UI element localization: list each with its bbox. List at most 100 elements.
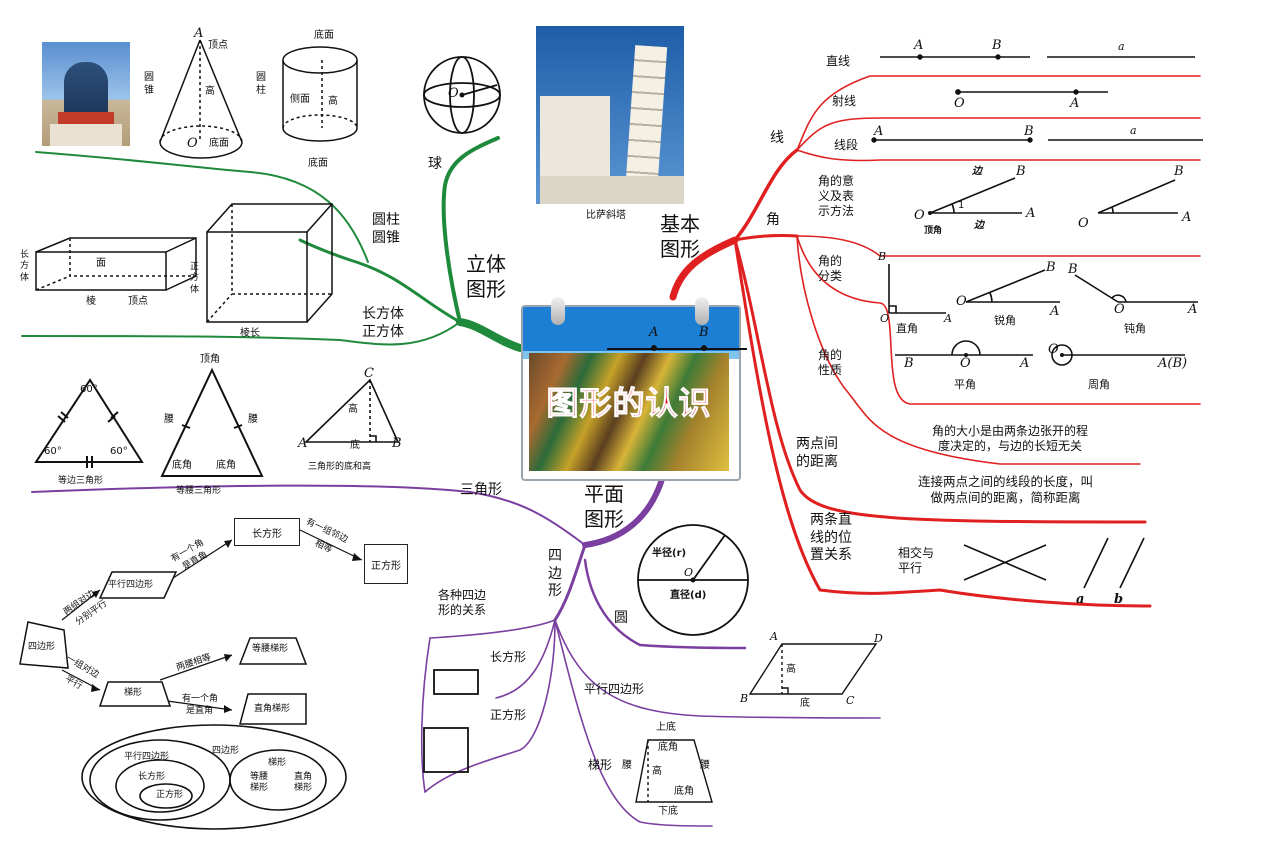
isosceles-caption: 等腰三角形 [176,486,222,496]
angle2-b: B [1174,164,1184,179]
acute-a: A [1050,304,1060,319]
straight-b: B [904,356,914,371]
node-distance[interactable]: 两点间 的距离 [796,436,838,470]
acute-o: O [956,294,967,309]
pisa-caption: 比萨斜塔 [586,210,626,221]
angle2-o: O [1078,216,1089,231]
para-base: 底 [800,698,810,709]
branch-basic-figures[interactable]: 基本 图形 [660,212,700,261]
cone-side-label: 圆 锥 [144,72,154,96]
node-parallelogram[interactable]: 平行四边形 [584,682,645,696]
full-ab: A(B) [1158,356,1188,371]
cone-point-o: O [187,136,198,151]
node-intersect-parallel[interactable]: 相交与 平行 [898,546,935,575]
venn-quad: 四边形 [212,746,240,756]
leaning-tower-of-pisa-photo [536,26,684,204]
flow-square-label: 正方形 [371,560,401,572]
para-d: D [874,632,883,645]
cone-base-label: 底面 [209,138,229,149]
cylinder-height-label: 高 [328,96,338,107]
node-cuboid-cube[interactable]: 长方体 正方体 [362,306,404,340]
equilateral-left-angle: 60° [44,446,62,457]
flow-quad: 四边形 [28,642,56,652]
venn-iso: 等腰 梯形 [250,772,269,794]
center-point-b: B [699,325,709,340]
equilateral-right-angle: 60° [110,446,128,457]
angle-vertex: 顶角 [924,226,943,236]
trap-top-angle: 底角 [658,742,678,753]
cone-height-label: 高 [205,86,215,97]
trap-height: 高 [652,766,662,777]
cone-point-a: A [194,26,204,41]
venn-rectangle: 长方形 [138,772,166,782]
node-rectangle[interactable]: 长方形 [490,650,527,664]
node-segment[interactable]: 线段 [834,138,859,152]
node-square[interactable]: 正方形 [490,708,527,722]
cone-vertex-label: 顶点 [208,40,228,51]
line-a: A [914,38,924,53]
flow-trapezoid: 梯形 [124,688,143,698]
node-ray[interactable]: 射线 [832,94,857,108]
isosceles-base-right: 底角 [216,460,236,471]
center-topic-card[interactable]: A B 图形的认识 [521,297,747,481]
node-two-lines[interactable]: 两条直 线的位 置关系 [810,512,852,563]
angle-b: B [1016,164,1026,179]
segment-a: A [874,124,884,139]
ray-a: A [1070,96,1080,111]
cylinder-side-label: 圆 柱 [256,72,266,96]
venn-right: 直角 梯形 [294,772,313,794]
right-tri-base: 底 [350,440,360,451]
right-angle-label: 直角 [896,322,918,335]
node-triangle[interactable]: 三角形 [460,482,502,498]
flow-edge-6a: 有一个角 [182,694,219,704]
cube-edge-length-label: 棱长 [240,328,260,339]
node-trapezoid[interactable]: 梯形 [588,758,613,772]
node-cylinder-cone[interactable]: 圆柱 圆锥 [372,212,400,246]
circle-radius: 半径(r) [652,548,687,559]
isosceles-base-left: 底角 [172,460,192,471]
node-lines[interactable]: 线 [770,130,784,146]
cuboid-side-label: 长 方 体 [20,250,30,283]
segment-lower-a: a [1130,124,1137,137]
node-angle-meaning[interactable]: 角的意 义及表 示方法 [818,174,855,218]
node-straight-line[interactable]: 直线 [826,54,851,68]
center-title: 图形的认识 [546,384,712,423]
para-b: B [740,692,749,705]
acute-label: 锐角 [994,314,1016,327]
trap-bottom: 下底 [658,806,678,817]
line-lower-a: a [1118,40,1125,53]
obtuse-o: O [1114,302,1125,317]
angle-property-text: 角的大小是由两条边张开的程 度决定的，与边的长短无关 [932,424,1089,453]
center-point-a: A [649,325,659,340]
flow-edge-6b: 是直角 [186,706,214,716]
node-angle-class[interactable]: 角的 分类 [818,254,843,283]
obtuse-b: B [1068,262,1078,277]
node-angles[interactable]: 角 [766,212,780,228]
cylinder-bottom-label: 底面 [308,158,328,169]
angle-a: A [1026,206,1036,221]
node-sphere[interactable]: 球 [428,156,442,172]
para-a: A [770,630,778,643]
flow-rectangle: 长方形 [234,518,300,546]
right-angle-o: O [880,312,890,325]
node-quadrilateral[interactable]: 四 边 形 [548,548,562,599]
isosceles-apex-label: 顶角 [200,354,220,365]
node-angle-property[interactable]: 角的 性质 [818,348,843,377]
full-label: 周角 [1088,378,1110,391]
cylinder-top-label: 底面 [314,30,334,41]
obtuse-label: 钝角 [1124,322,1146,335]
angle2-a: A [1182,210,1192,225]
right-tri-c: C [364,366,374,381]
trap-leg-left: 腰 [622,760,632,771]
node-quad-relations[interactable]: 各种四边 形的关系 [438,588,487,617]
branch-plane-figures[interactable]: 平面 图形 [584,482,624,531]
angle-o: O [914,208,925,223]
node-circle[interactable]: 圆 [614,610,628,626]
ray-o: O [954,96,965,111]
branch-solid-figures[interactable]: 立体 图形 [466,252,506,301]
isosceles-leg-right: 腰 [248,414,258,425]
temple-of-heaven-photo [42,42,130,146]
right-tri-a: A [298,436,308,451]
equilateral-top-angle: 60° [80,384,98,395]
